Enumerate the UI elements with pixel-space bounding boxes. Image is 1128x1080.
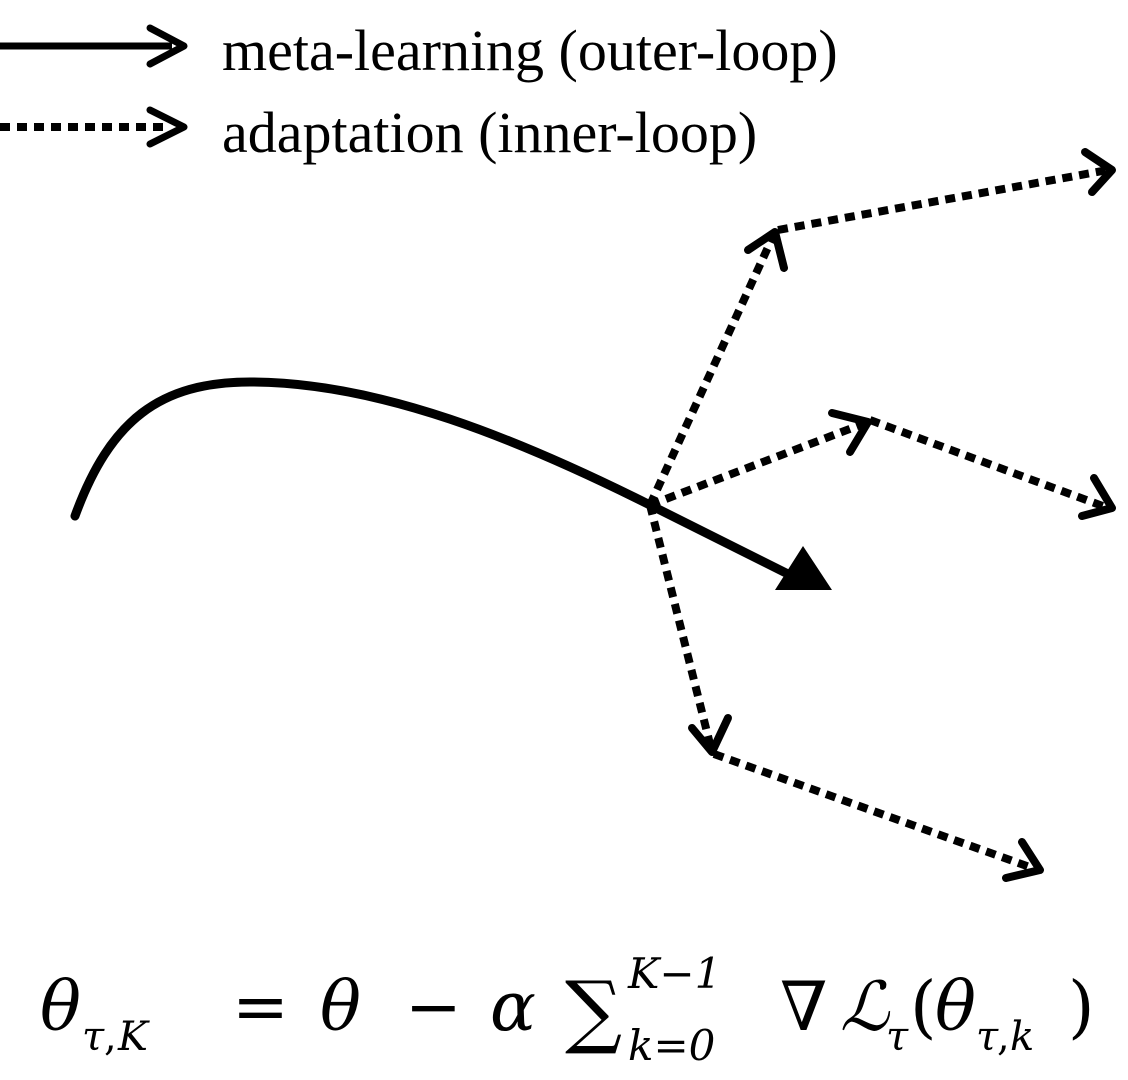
formula-loss: ℒ <box>840 968 891 1047</box>
formula-lower-limit: k=0 <box>628 1021 715 1070</box>
formula-alpha: α <box>490 968 536 1047</box>
arrowhead-upper-mid <box>744 228 788 272</box>
formula-sum: ∑ <box>565 964 622 1057</box>
legend-dotted-label: adaptation (inner-loop) <box>222 100 757 165</box>
formula-theta-arg: θ <box>935 968 976 1047</box>
arrowhead-lower-mid <box>688 714 732 756</box>
arrowhead-lower-end <box>1002 838 1044 882</box>
legend-dotted-arrow <box>0 106 188 148</box>
meta-learning-arrowhead <box>775 546 832 590</box>
adaptation-branch-upper <box>646 166 1109 507</box>
legend: meta-learning (outer-loop) adaptation (i… <box>0 18 838 165</box>
adaptation-branch-middle <box>648 416 1110 512</box>
formula-minus: − <box>405 968 462 1047</box>
formula-equals: = <box>232 968 289 1047</box>
formula-sub-tau: τ <box>82 1014 105 1060</box>
arrowhead-middle-end <box>1078 474 1116 520</box>
adaptation-branch-lower <box>646 504 1040 874</box>
formula-sub-K: K <box>117 1014 150 1060</box>
formula-arg-sub-comma: , <box>997 1014 1010 1060</box>
formula-theta: θ <box>320 968 361 1047</box>
formula-arg-sub-k: k <box>1010 1014 1034 1060</box>
formula-open-paren: ( <box>910 968 937 1047</box>
adaptation-arrowheads <box>688 148 1116 882</box>
formula-loss-sub-tau: τ <box>886 1014 909 1060</box>
formula-close-paren: ) <box>1068 968 1095 1047</box>
arrowhead-middle-mid <box>828 409 872 456</box>
formula-upper-limit: K−1 <box>627 949 721 998</box>
meta-learning-path <box>70 377 832 590</box>
formula-nabla: ∇ <box>780 968 827 1047</box>
formula-theta-lhs: θ <box>40 968 81 1047</box>
formula-sub-comma: , <box>104 1014 117 1060</box>
arrowhead-upper-end <box>1081 148 1116 196</box>
update-formula: θ τ , K = θ − α ∑ K−1 k=0 ∇ ℒ τ ( θ τ , … <box>40 949 1095 1070</box>
formula-arg-sub-tau: τ <box>976 1014 999 1060</box>
legend-solid-label: meta-learning (outer-loop) <box>222 18 838 83</box>
adaptation-paths <box>646 166 1110 874</box>
legend-solid-arrow <box>0 24 188 68</box>
